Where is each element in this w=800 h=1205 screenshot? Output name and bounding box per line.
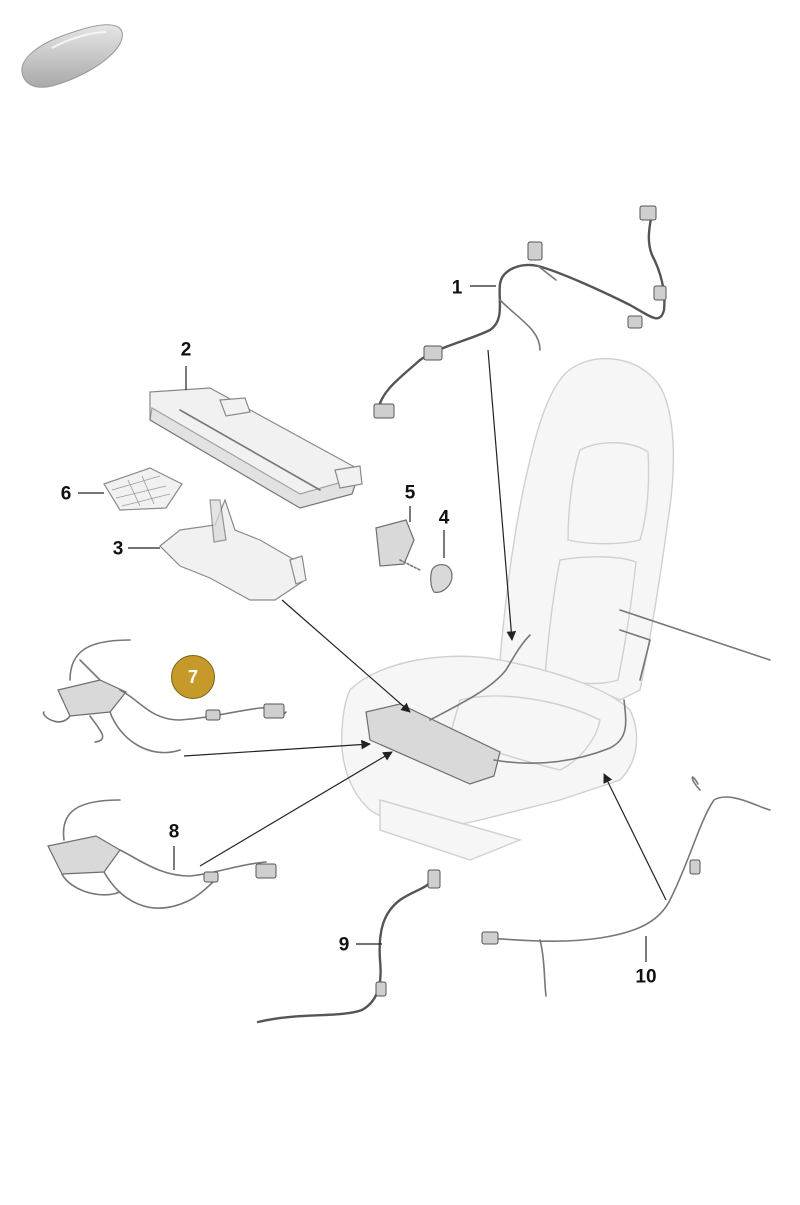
callout-7-highlighted[interactable]: 7 (171, 655, 215, 699)
callout-10[interactable]: 10 (635, 966, 657, 988)
part-6-module (103, 467, 183, 511)
callout-9[interactable]: 9 (338, 934, 350, 956)
part-3-bracket (159, 498, 307, 601)
seat-motor-unit (365, 634, 627, 785)
callout-3[interactable]: 3 (112, 538, 124, 560)
callout-6[interactable]: 6 (60, 483, 72, 505)
part-4-knob (430, 564, 453, 593)
part-5-switch (375, 519, 421, 571)
part-1-wiring-harness (373, 205, 667, 419)
car-silhouette-icon (21, 24, 123, 88)
part-7-harness (42, 639, 287, 754)
callout-4[interactable]: 4 (438, 507, 450, 529)
callout-1[interactable]: 1 (451, 277, 463, 299)
leader-lines (78, 285, 667, 962)
callout-5[interactable]: 5 (404, 482, 416, 504)
part-8-harness (47, 799, 277, 909)
part-10-harness (481, 776, 771, 997)
callout-8[interactable]: 8 (168, 821, 180, 843)
callout-2[interactable]: 2 (180, 339, 192, 361)
part-9-wire (256, 869, 441, 1024)
seat-illustration (341, 358, 771, 861)
part-2-panel (149, 387, 363, 509)
